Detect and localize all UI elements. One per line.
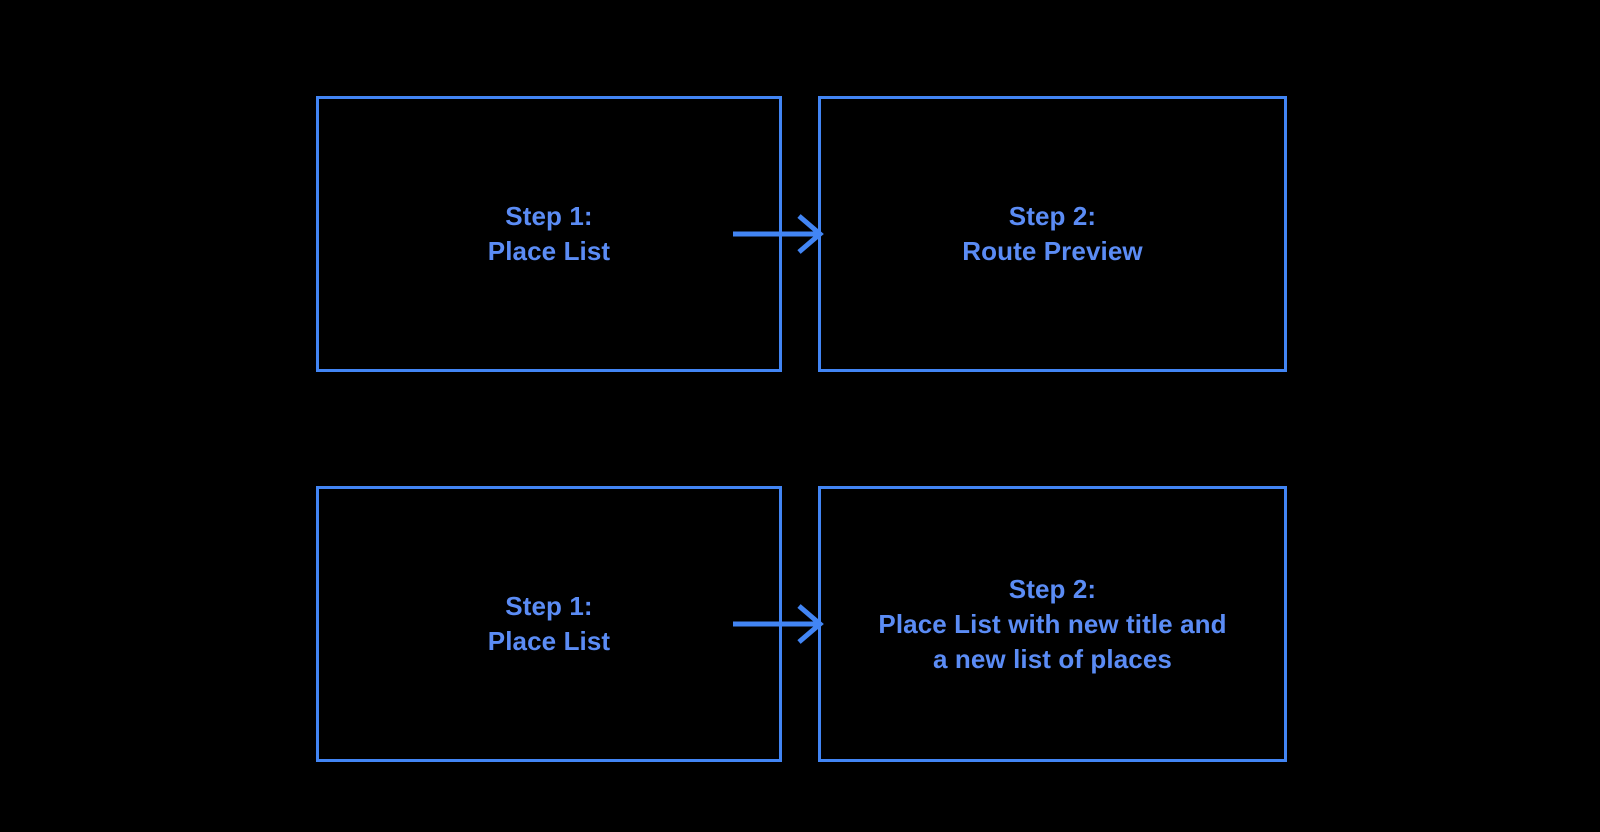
step-box-bottom-to[interactable]: Step 2: Place List with new title and a … <box>818 486 1287 762</box>
step-box-bottom-from[interactable]: Step 1: Place List <box>316 486 782 762</box>
step-box-bottom-to-label: Step 2: Place List with new title and a … <box>878 573 1227 674</box>
step-box-top-to-label: Step 2: Route Preview <box>962 201 1143 266</box>
step-box-top-to[interactable]: Step 2: Route Preview <box>818 96 1287 372</box>
step-box-top-from-label: Step 1: Place List <box>487 201 611 266</box>
step-box-top-from[interactable]: Step 1: Place List <box>316 96 782 372</box>
flow-row-bottom: Step 1: Place List Step 2: Place List wi… <box>0 484 1600 764</box>
step-box-bottom-from-label: Step 1: Place List <box>487 591 611 656</box>
flow-row-top: Step 1: Place List Step 2: Route Preview <box>0 94 1600 374</box>
